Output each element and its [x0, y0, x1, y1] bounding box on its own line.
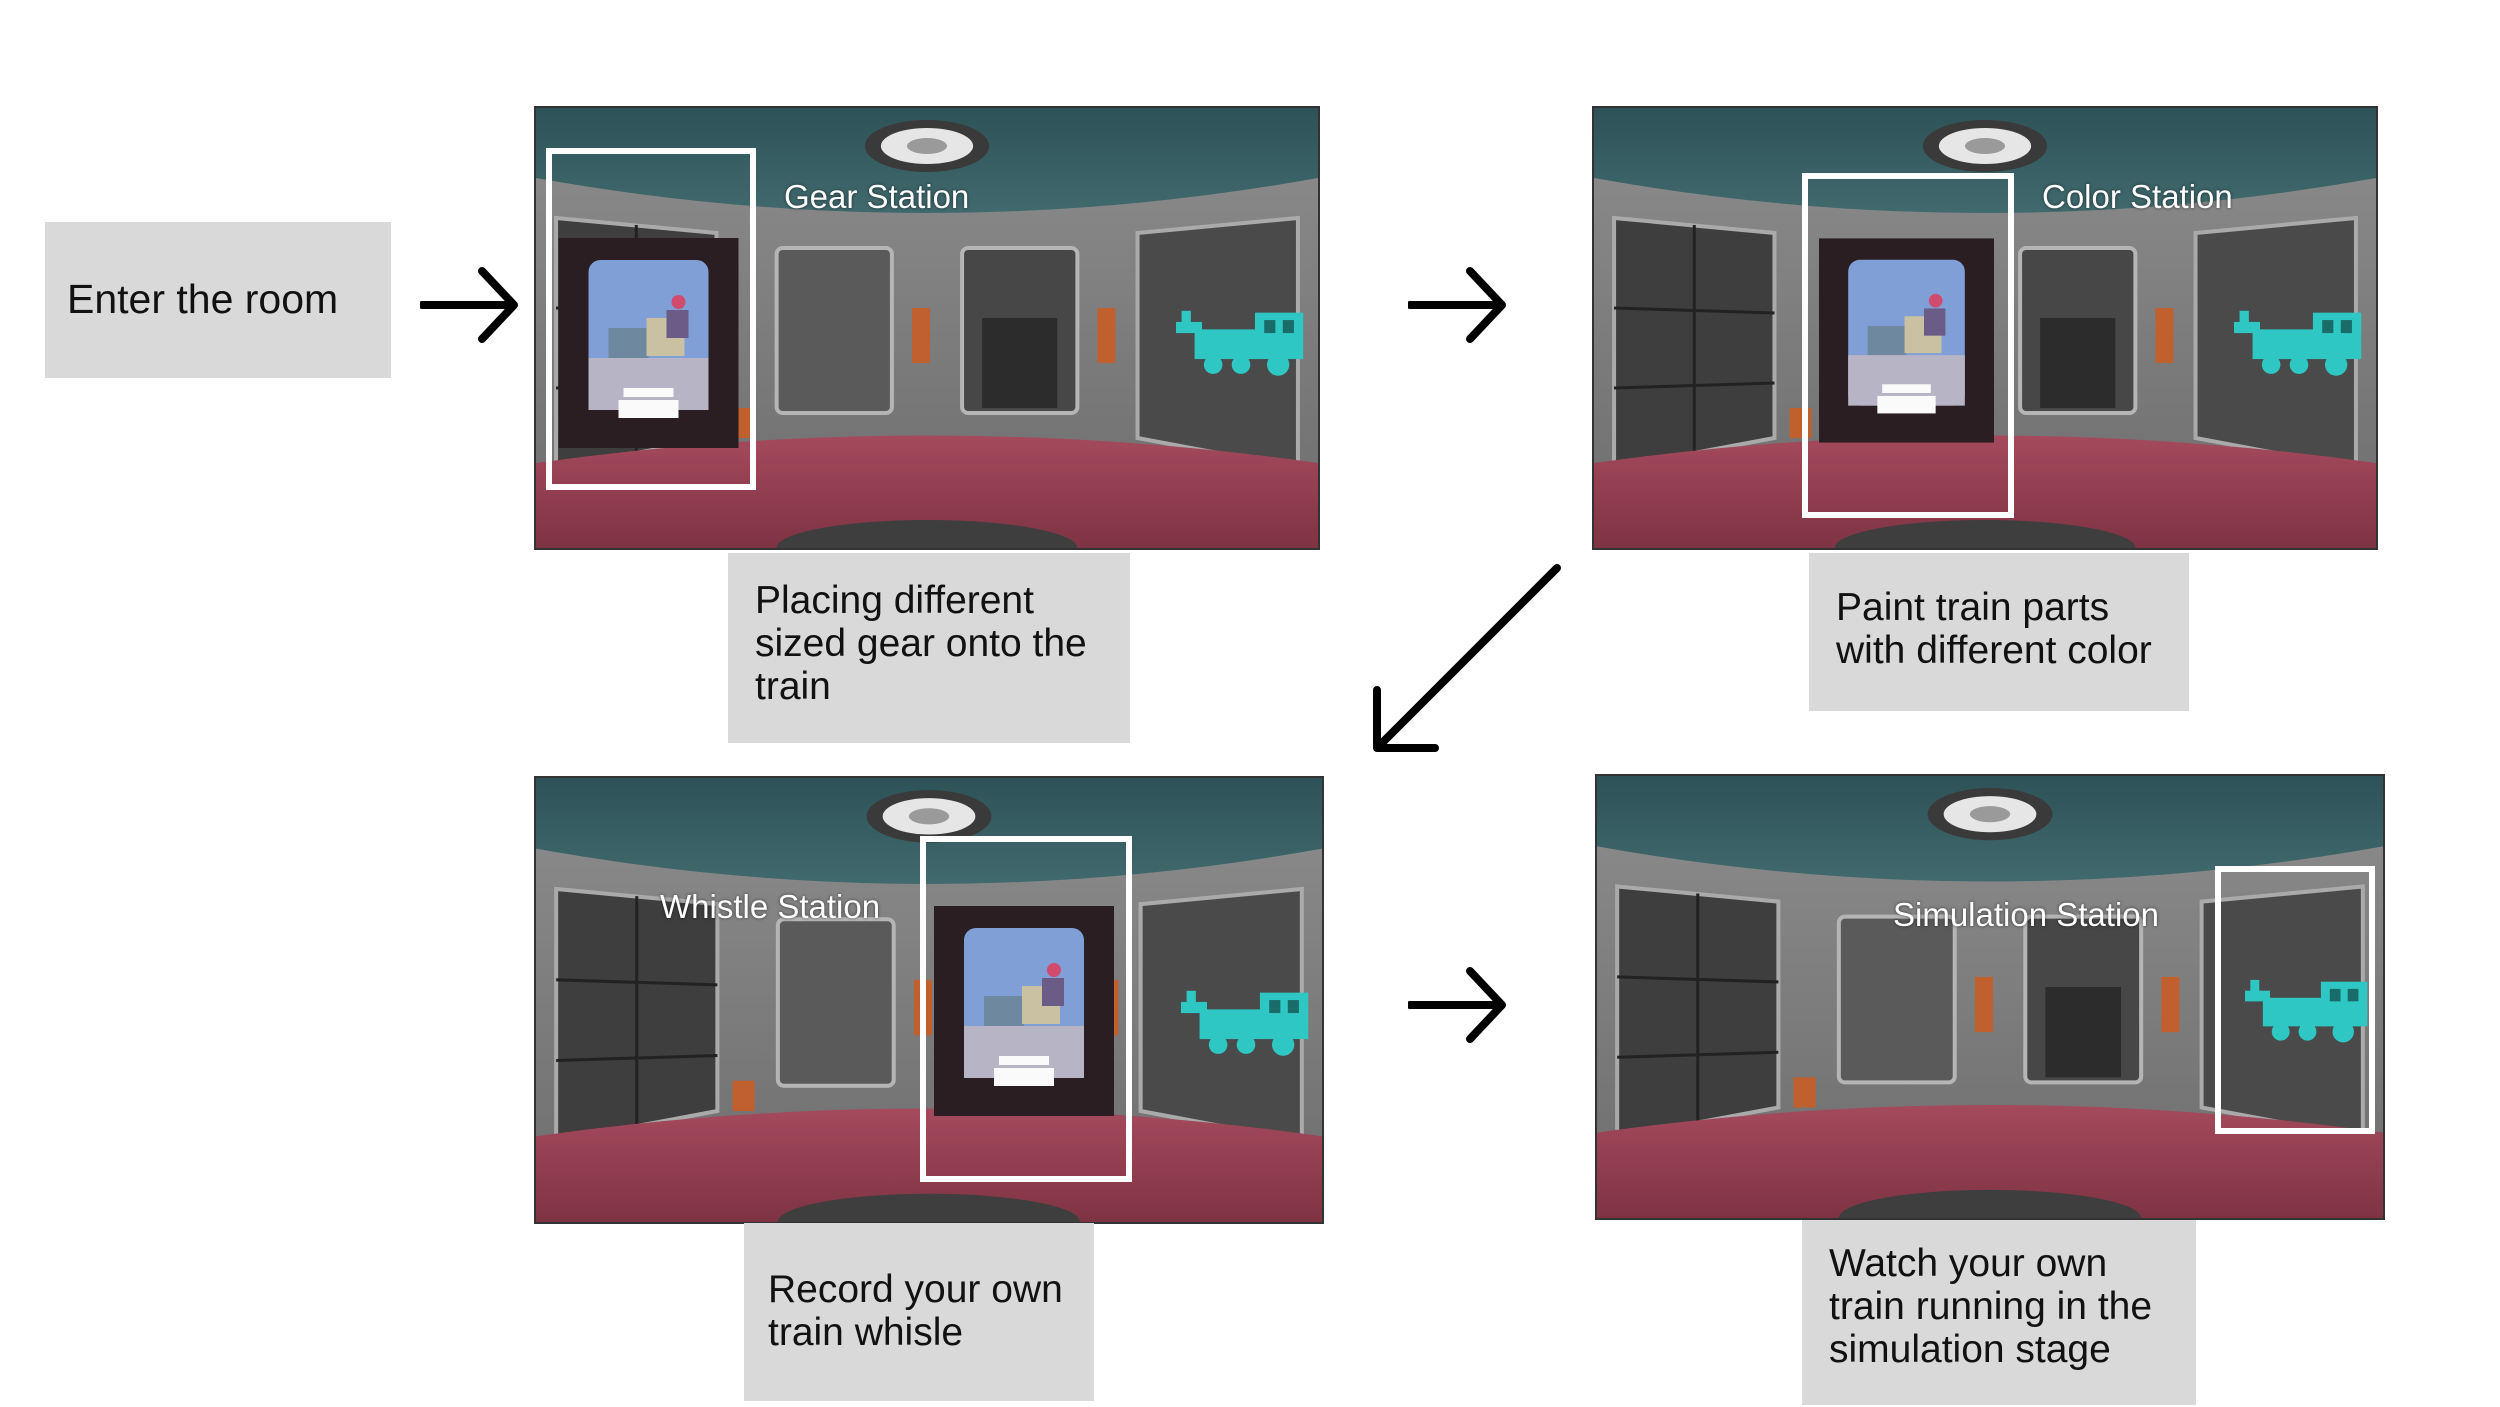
- whistle-caption: Record your own train whisle: [744, 1223, 1094, 1401]
- train-icon: [2234, 303, 2364, 378]
- arrow-start-to-gear: [420, 265, 520, 345]
- simulation-station-screenshot: Simulation Station: [1595, 774, 2385, 1220]
- highlight-frame: [920, 836, 1132, 1182]
- station-label: Gear Station: [784, 178, 969, 216]
- station-label: Whistle Station: [660, 888, 880, 926]
- caption-text: Paint train parts with different color: [1836, 586, 2152, 672]
- caption-text: Record your own train whisle: [768, 1268, 1063, 1354]
- simulation-caption: Watch your own train running in the simu…: [1802, 1220, 2196, 1405]
- gear-caption: Placing different sized gear onto the tr…: [728, 553, 1130, 743]
- arrow-whistle-to-sim: [1408, 965, 1508, 1045]
- train-icon: [1181, 983, 1311, 1058]
- whistle-station-screenshot: Whistle Station: [534, 776, 1324, 1224]
- highlight-frame: [1802, 173, 2014, 518]
- station-label: Color Station: [2042, 178, 2233, 216]
- caption-text: Watch your own train running in the simu…: [1829, 1242, 2152, 1371]
- train-icon: [1176, 303, 1306, 378]
- color-station-screenshot: Color Station: [1592, 106, 2378, 550]
- color-caption: Paint train parts with different color: [1809, 553, 2189, 711]
- gear-station-screenshot: Gear Station: [534, 106, 1320, 550]
- station-label: Simulation Station: [1893, 896, 2159, 934]
- start-box: Enter the room: [45, 222, 391, 378]
- highlight-frame: [2215, 866, 2375, 1134]
- caption-text: Placing different sized gear onto the tr…: [755, 579, 1087, 708]
- highlight-frame: [546, 148, 756, 490]
- start-box-text: Enter the room: [67, 278, 338, 321]
- arrow-gear-to-color: [1408, 265, 1508, 345]
- arrow-color-to-whistle: [1365, 560, 1565, 760]
